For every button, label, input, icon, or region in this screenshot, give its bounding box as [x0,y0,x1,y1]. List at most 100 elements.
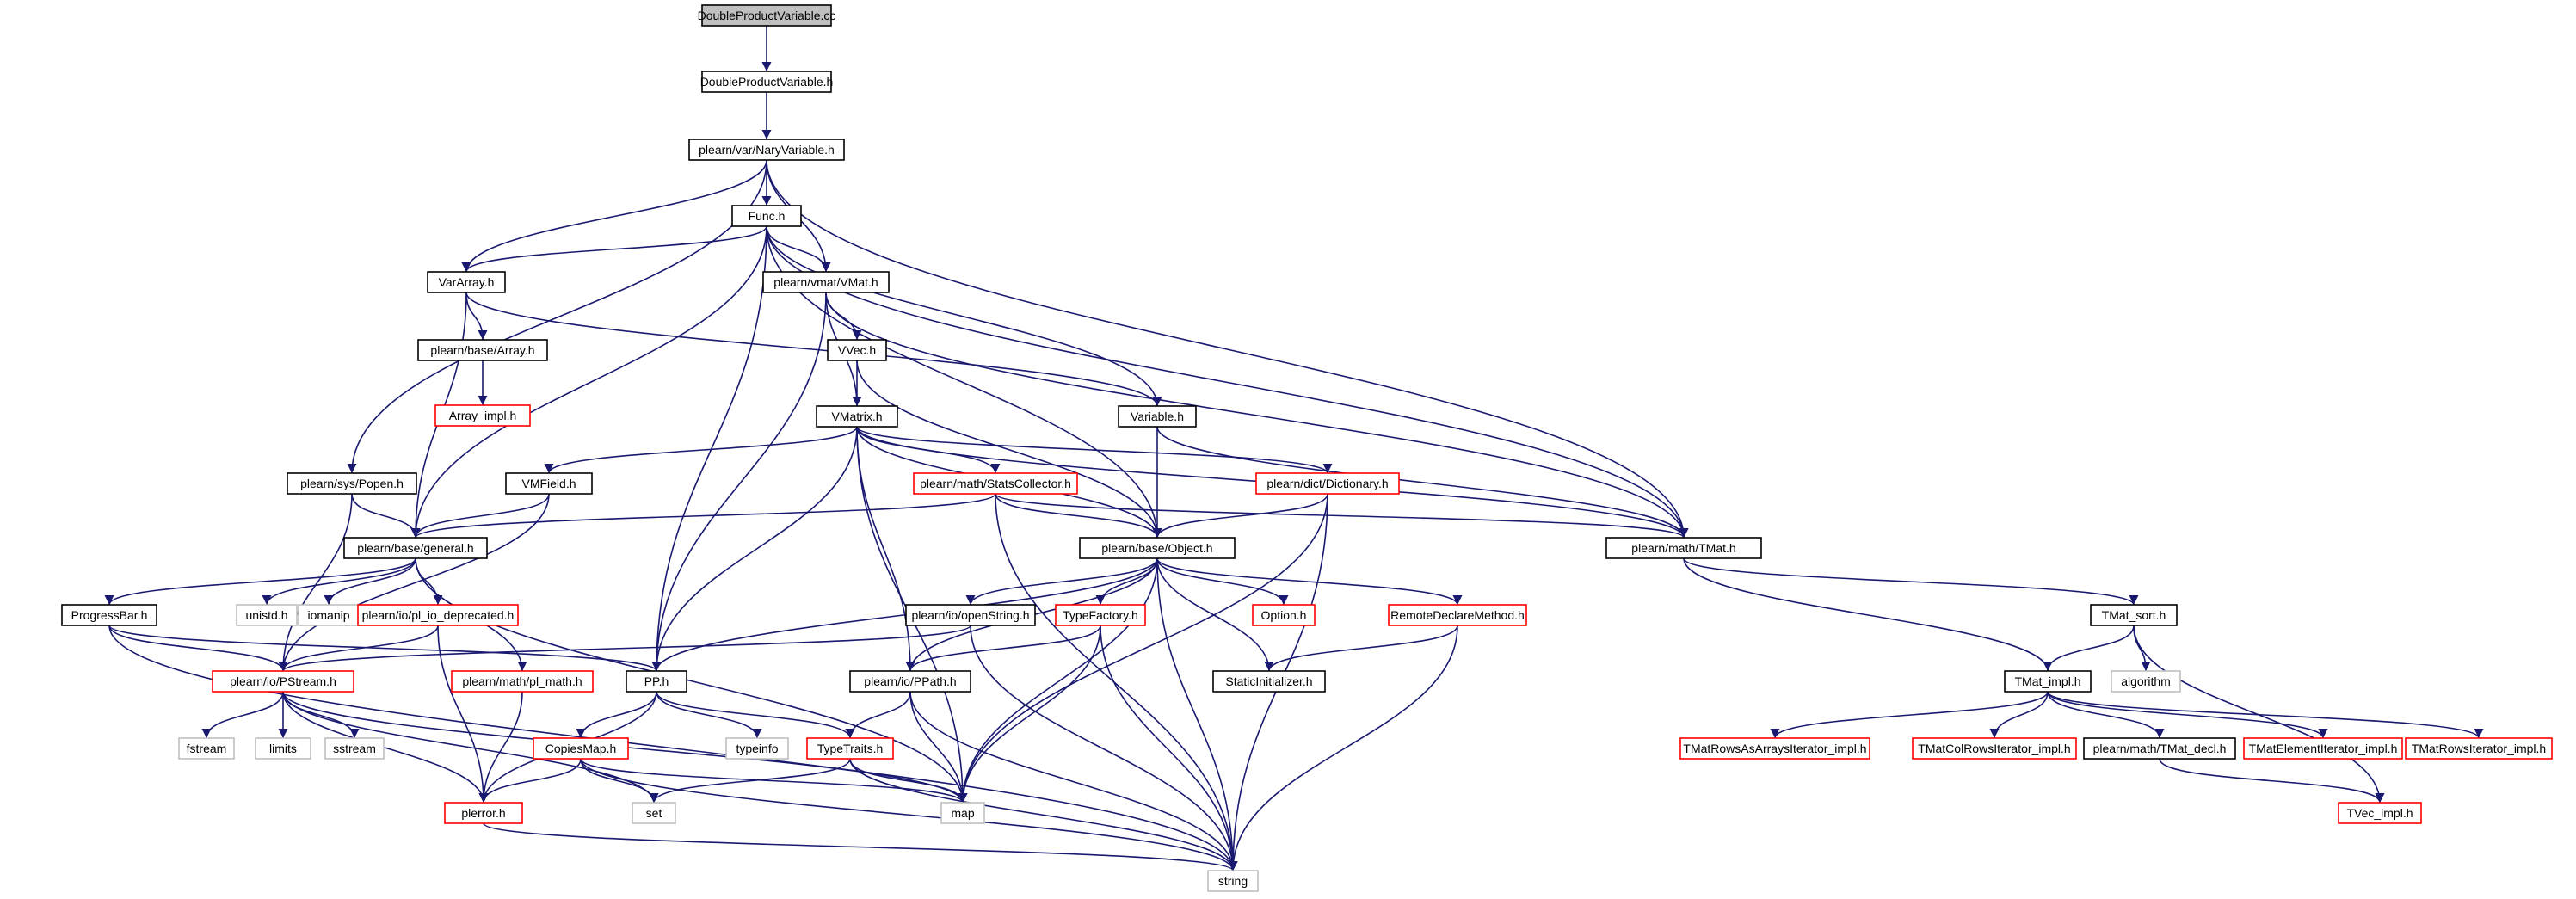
node-pp[interactable]: PP.h [626,670,687,693]
edge-dict-to-map [958,493,1328,804]
node-vmfield[interactable]: VMField.h [505,472,593,495]
node-rowsiter[interactable]: TMatRowsIterator_impl.h [2405,737,2553,760]
edge-pstream-to-fstream [201,691,284,739]
edge-progress-to-pstream [108,625,288,672]
node-elemiter[interactable]: TMatElementIterator_impl.h [2243,737,2403,760]
edge-func-to-general [410,225,767,539]
node-label: set [646,806,662,820]
node-vmat[interactable]: plearn/vmat/VMat.h [762,271,890,293]
node-ppath[interactable]: plearn/io/PPath.h [849,670,971,693]
node-option[interactable]: Option.h [1252,604,1316,626]
node-label: unistd.h [245,608,287,622]
node-progress[interactable]: ProgressBar.h [61,604,157,626]
node-label: DoubleProductVariable.h [700,75,834,89]
edge-ppath-to-string [909,691,1238,871]
node-variable[interactable]: Variable.h [1118,405,1197,428]
node-box [343,537,488,559]
node-plmath[interactable]: plearn/math/pl_math.h [451,670,594,693]
node-label: map [951,806,974,820]
node-nary[interactable]: plearn/var/NaryVariable.h [688,139,845,161]
node-box [1207,870,1259,892]
edge-tmat-to-tmatsort [1683,557,2139,606]
node-label: CopiesMap.h [545,742,617,755]
node-dpvh[interactable]: DoubleProductVariable.h [700,71,834,93]
node-tmatimpl[interactable]: TMat_impl.h [2004,670,2092,693]
node-box [533,737,629,760]
node-box [2405,737,2553,760]
node-root[interactable]: DoubleProductVariable.cc [698,4,836,27]
node-sstream: sstream [324,737,385,760]
node-label: TMatRowsIterator_impl.h [2412,742,2546,755]
node-typetraits[interactable]: TypeTraits.h [806,737,894,760]
node-label: TMat_impl.h [2014,674,2080,688]
node-tmatsort[interactable]: TMat_sort.h [2090,604,2178,626]
node-arrayimpl[interactable]: Array_impl.h [434,404,531,427]
node-box [236,604,298,626]
node-fstream: fstream [178,737,235,760]
node-label: plearn/io/openString.h [912,608,1030,622]
edge-object-to-typefac [1095,557,1158,606]
node-label: string [1218,874,1248,888]
node-label: TypeTraits.h [817,742,884,755]
node-label: Array_impl.h [449,409,517,422]
node-vmatrix[interactable]: VMatrix.h [816,405,898,428]
node-colrows[interactable]: TMatColRowsIterator_impl.h [1912,737,2077,760]
node-plerror[interactable]: plerror.h [444,802,523,824]
node-box [725,737,789,760]
node-label: plearn/base/general.h [357,541,473,555]
node-label: TMatRowsAsArraysIterator_impl.h [1683,742,1866,755]
node-staticinit[interactable]: StaticInitializer.h [1212,670,1326,693]
node-popen[interactable]: plearn/sys/Popen.h [287,472,417,495]
node-stats[interactable]: plearn/math/StatsCollector.h [913,472,1078,495]
node-label: Option.h [1261,608,1307,622]
edge-nary-to-vararray [461,159,767,273]
node-label: algorithm [2121,674,2171,688]
node-label: plearn/math/StatsCollector.h [920,477,1071,490]
node-typefac[interactable]: TypeFactory.h [1055,604,1146,626]
node-box [212,670,354,693]
node-func[interactable]: Func.h [731,205,802,227]
node-label: VMatrix.h [831,409,882,423]
node-tmat[interactable]: plearn/math/TMat.h [1605,537,1762,559]
node-box [1252,604,1316,626]
node-rowsasarr[interactable]: TMatRowsAsArraysIterator_impl.h [1679,737,1870,760]
node-tvecimpl[interactable]: TVec_impl.h [2338,802,2422,824]
node-copiesmap[interactable]: CopiesMap.h [533,737,629,760]
edge-tmatimpl-to-tmatdecl [2047,691,2165,739]
edge-general-to-unistd [262,557,416,606]
node-general[interactable]: plearn/base/general.h [343,537,488,559]
edge-plio-to-plerror [437,625,489,804]
node-box [2083,737,2236,760]
node-box [1388,604,1527,626]
edge-object-to-openstr [965,557,1158,606]
node-label: TMatColRowsIterator_impl.h [1918,742,2070,755]
node-dict[interactable]: plearn/dict/Dictionary.h [1255,472,1400,495]
node-box [451,670,594,693]
edge-popen-to-general [351,493,421,539]
node-plio[interactable]: plearn/io/pl_io_deprecated.h [357,604,519,626]
node-tmatdecl[interactable]: plearn/math/TMat_decl.h [2083,737,2236,760]
node-box [61,604,157,626]
node-label: typeinfo [736,742,778,755]
node-label: Func.h [749,209,786,223]
node-box [2004,670,2092,693]
node-remote[interactable]: RemoteDeclareMethod.h [1388,604,1527,626]
node-set: set [632,802,676,824]
edge-pstream-to-set [282,691,659,804]
node-vvec[interactable]: VVec.h [827,339,887,361]
edge-plio-to-pstream [278,625,439,672]
node-basearray[interactable]: plearn/base/Array.h [417,339,548,361]
node-box [2243,737,2403,760]
edge-typefac-to-map [958,625,1101,804]
node-object[interactable]: plearn/base/Object.h [1079,537,1236,559]
node-vararray[interactable]: VarArray.h [427,271,506,293]
node-pstream[interactable]: plearn/io/PStream.h [212,670,354,693]
edge-vmatrix-to-vmfield [544,426,858,474]
edge-stats-to-general [410,493,996,539]
node-openstr[interactable]: plearn/io/openString.h [905,604,1036,626]
node-label: plearn/io/PPath.h [864,674,956,688]
edge-pstream-to-sstream [282,691,360,739]
node-label: TMat_sort.h [2102,608,2166,622]
node-label: TVec_impl.h [2346,806,2413,820]
